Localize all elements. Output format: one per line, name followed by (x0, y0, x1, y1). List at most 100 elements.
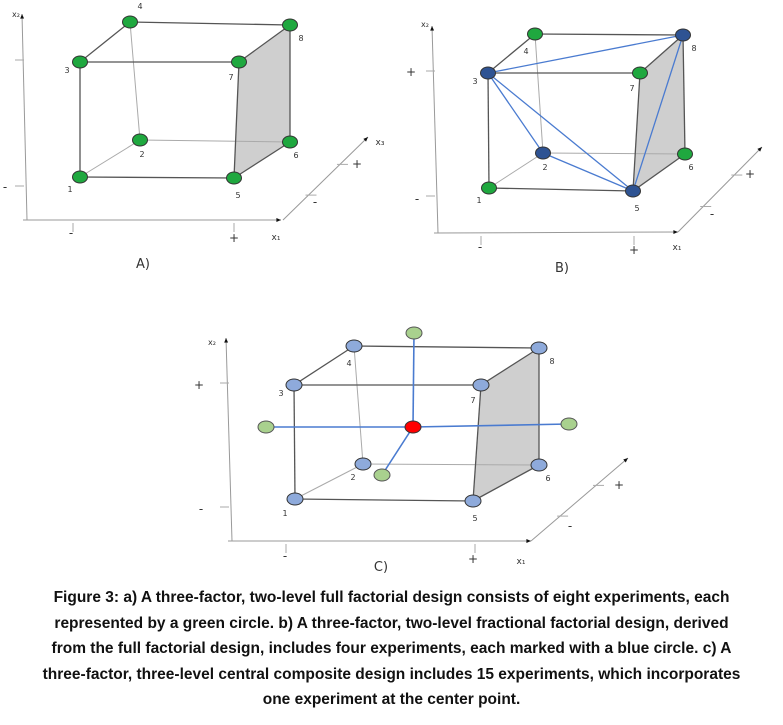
x3-axis-head (757, 147, 762, 152)
x1-plus-label: + (468, 552, 478, 566)
design-point-2 (535, 146, 551, 160)
cube-hidden-edge (294, 463, 364, 500)
cube-edge (79, 176, 235, 179)
vertex-label: 4 (346, 359, 351, 368)
vertex-label: 1 (476, 196, 481, 205)
vertex-label: 8 (549, 357, 554, 366)
x3-plus-label: + (352, 157, 362, 171)
vertex-label: 7 (629, 84, 634, 93)
x2-minus-label: - (415, 192, 419, 206)
x2-axis-label: x₂ (421, 20, 429, 29)
x3-axis-head (623, 458, 628, 463)
design-point-8 (530, 341, 548, 355)
cube-hidden-edge (362, 463, 540, 466)
fraction-line (487, 34, 684, 74)
vertex-label: 1 (282, 509, 287, 518)
axial-line (381, 426, 414, 476)
vertex-label: 5 (235, 191, 240, 200)
x1-axis-head (526, 539, 531, 543)
vertex-label: 8 (298, 34, 303, 43)
vertex-label: 6 (688, 163, 693, 172)
axial-line (412, 332, 415, 428)
panel-label: C) (374, 560, 388, 575)
design-point-5 (464, 494, 482, 508)
design-point-7 (472, 378, 490, 392)
x2-minus-label: - (3, 180, 7, 194)
cube-edge (293, 384, 296, 500)
x3-minus-label: - (710, 207, 714, 221)
fraction-line (487, 72, 634, 192)
axial-point (257, 420, 275, 434)
design-point-4 (527, 27, 543, 41)
vertex-label: 1 (67, 185, 72, 194)
cube-edge (487, 72, 490, 189)
x3-axis-label: x₃ (376, 138, 385, 148)
cube-edge (632, 72, 641, 192)
design-point-1 (481, 181, 497, 195)
fraction-line (542, 152, 634, 192)
design-point-6 (677, 147, 693, 161)
fraction-line (632, 34, 684, 192)
design-point-8 (675, 28, 691, 42)
design-point-2 (132, 133, 148, 147)
cube-edge (294, 498, 474, 502)
cube-edge (480, 347, 540, 386)
axial-point (405, 326, 423, 340)
vertex-label: 4 (137, 2, 142, 11)
x2-axis-label: x₂ (208, 338, 216, 347)
vertex-label: 3 (278, 389, 283, 398)
cube-hidden-edge (139, 139, 291, 143)
cube-hidden-edge (353, 345, 364, 465)
design-point-3 (72, 55, 88, 69)
vertex-label: 7 (228, 73, 233, 82)
x2-axis-head (224, 338, 229, 343)
x2-axis (431, 25, 439, 234)
x1-axis-head (673, 230, 678, 234)
cube-edge (472, 464, 540, 502)
cube-edge (632, 153, 686, 192)
x2-axis (225, 337, 233, 542)
x1-axis-head (276, 218, 281, 222)
design-point-6 (282, 135, 298, 149)
design-point-3 (285, 378, 303, 392)
cube-hidden-edge (534, 33, 544, 154)
cube-edge (293, 345, 355, 386)
design-point-7 (231, 55, 247, 69)
x2-axis (21, 13, 28, 221)
cube-edge (682, 34, 686, 155)
cube-edge (488, 187, 634, 192)
vertex-label: 2 (542, 163, 547, 172)
axial-point (560, 417, 578, 431)
design-point-7 (632, 66, 648, 80)
cube-hidden-edge (488, 152, 544, 189)
x2-plus-label: + (194, 378, 204, 392)
cube-hidden-edge (542, 152, 686, 155)
cube-edge (129, 21, 291, 26)
panel-label: A) (136, 257, 150, 272)
design-point-8 (282, 18, 298, 32)
x3-axis (282, 136, 369, 221)
shaded-face (234, 25, 290, 178)
x1-minus-label: - (69, 226, 73, 240)
panel-label: B) (555, 261, 569, 276)
figure-caption: Figure 3: a) A three-factor, two-level f… (0, 585, 783, 713)
design-point-5 (226, 171, 242, 185)
x3-axis (677, 146, 763, 233)
cube-edge (233, 61, 240, 179)
cube-edge (353, 345, 540, 349)
cube-edge (79, 21, 131, 63)
x3-axis (530, 457, 629, 542)
vertex-label: 3 (472, 77, 477, 86)
x2-plus-label: + (406, 65, 416, 79)
caption-line: three-factor, three-level central compos… (42, 665, 741, 683)
vertex-label: 5 (634, 204, 639, 213)
design-point-4 (345, 339, 363, 353)
cube-hidden-edge (79, 139, 141, 178)
x3-minus-label: - (568, 519, 572, 533)
design-point-1 (286, 492, 304, 506)
x1-minus-label: - (478, 240, 482, 254)
x3-plus-label: + (745, 167, 755, 181)
design-point-1 (72, 170, 88, 184)
x1-axis-label: x₁ (272, 233, 281, 243)
